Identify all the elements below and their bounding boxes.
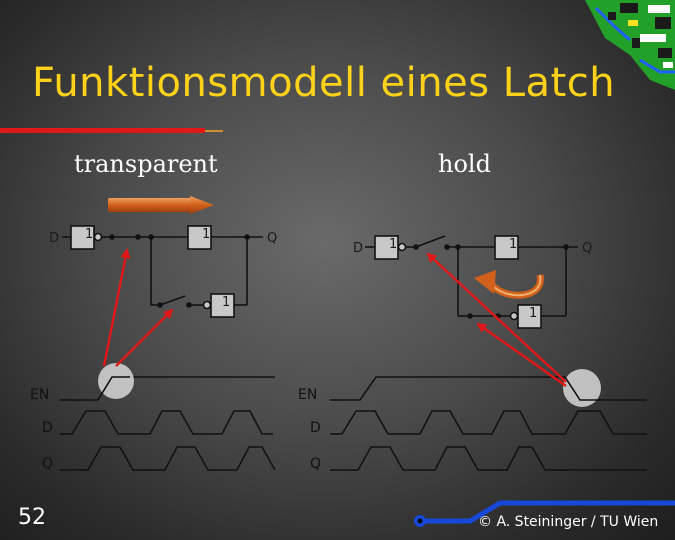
slide-title: Funktionsmodell eines Latch [32, 60, 616, 106]
title-underline [0, 128, 205, 133]
svg-text:1: 1 [509, 237, 517, 252]
title-underline-tail [205, 130, 223, 132]
signal-d-left: D [49, 231, 59, 246]
label-hold: hold [438, 150, 491, 178]
copyright: © A. Steininger / TU Wien [478, 514, 659, 530]
circuit-transparent: D 1 1 Q 1 [49, 225, 277, 318]
svg-text:D: D [310, 420, 321, 436]
pointer-arrows [102, 248, 567, 387]
highlight-circle-right [563, 369, 601, 407]
signal-q-right: Q [582, 241, 592, 256]
svg-text:1: 1 [389, 237, 397, 252]
page-number: 52 [18, 505, 46, 530]
svg-text:1: 1 [529, 306, 537, 321]
feedback-arrow [474, 270, 544, 299]
gate-label: 1 [85, 227, 93, 242]
signal-en-right: EN [298, 387, 317, 403]
signal-d-right: D [353, 241, 363, 256]
svg-text:Q: Q [42, 456, 53, 472]
flow-arrow-right [108, 196, 214, 214]
signal-q-left: Q [267, 231, 277, 246]
svg-text:1: 1 [202, 227, 210, 242]
circuit-board-decoration [585, 0, 675, 90]
svg-text:1: 1 [222, 295, 230, 310]
svg-text:Q: Q [310, 456, 321, 472]
circuit-hold: D 1 1 Q 1 [353, 235, 592, 329]
timing-left: EN D Q [30, 376, 276, 472]
signal-en-left: EN [30, 387, 49, 403]
label-transparent: transparent [74, 150, 218, 178]
svg-text:D: D [42, 420, 53, 436]
highlight-circle-left [98, 363, 134, 399]
blue-trace-decoration [414, 500, 675, 527]
